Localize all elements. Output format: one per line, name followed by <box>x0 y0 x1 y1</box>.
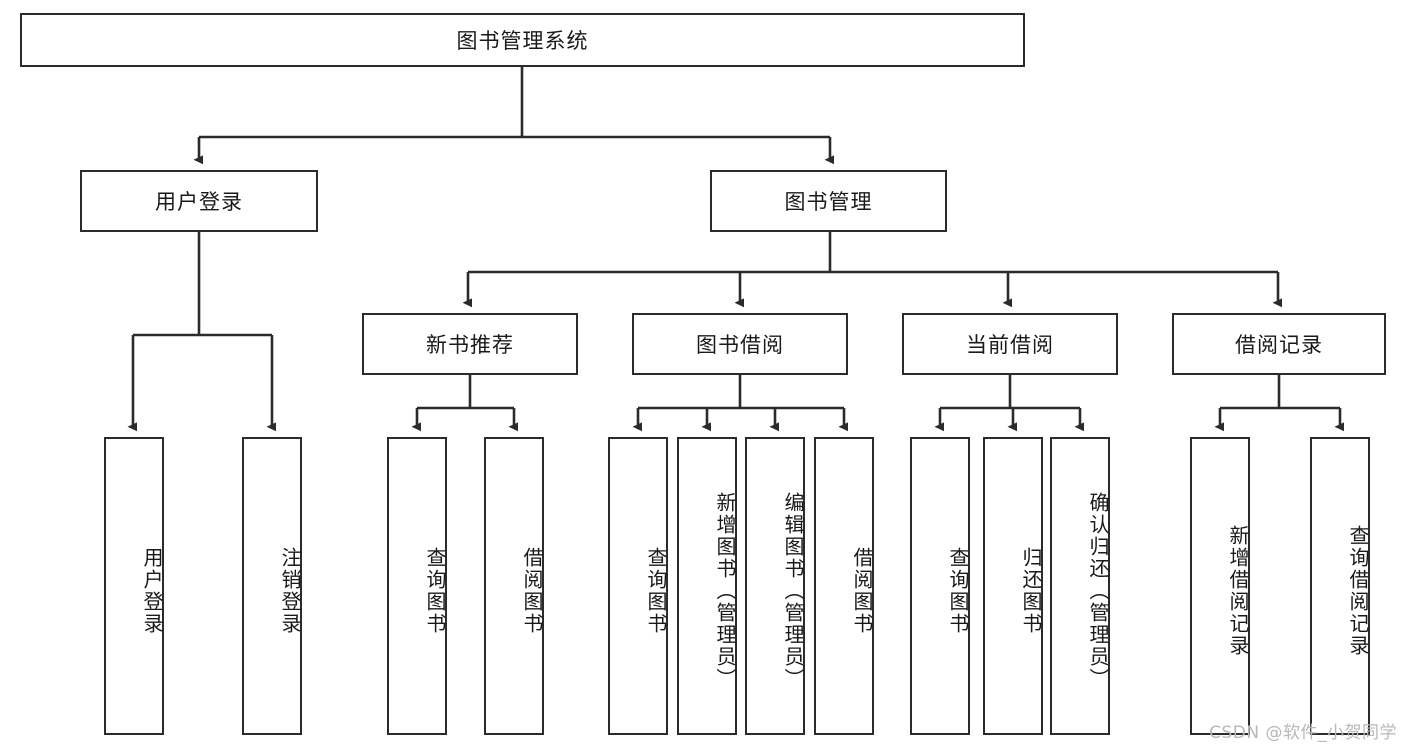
leaf-add-book-admin[interactable]: 新增图书（管理员） <box>677 437 737 735</box>
watermark: CSDN @软件_小贺同学 <box>1209 723 1397 743</box>
leaf-query-book-current-label: 查询图书 <box>946 547 970 635</box>
leaf-confirm-return-admin[interactable]: 确认归还（管理员） <box>1050 437 1110 735</box>
node-current-borrow[interactable]: 当前借阅 <box>902 313 1118 375</box>
node-new-book-recommend-label: 新书推荐 <box>426 333 514 357</box>
node-root-label: 图书管理系统 <box>456 29 589 53</box>
leaf-logout-label: 注销登录 <box>278 547 302 635</box>
leaf-confirm-return-admin-label: 确认归还（管理员） <box>1086 492 1110 690</box>
node-new-book-recommend[interactable]: 新书推荐 <box>362 313 578 375</box>
node-root[interactable]: 图书管理系统 <box>20 13 1025 67</box>
node-book-borrow[interactable]: 图书借阅 <box>632 313 848 375</box>
node-borrow-records-label: 借阅记录 <box>1235 333 1323 357</box>
leaf-query-book-current[interactable]: 查询图书 <box>910 437 970 735</box>
leaf-query-book-new-label: 查询图书 <box>423 547 447 635</box>
node-current-borrow-label: 当前借阅 <box>966 333 1054 357</box>
leaf-return-book[interactable]: 归还图书 <box>983 437 1043 735</box>
leaf-query-book-new[interactable]: 查询图书 <box>387 437 447 735</box>
leaf-user-login[interactable]: 用户登录 <box>104 437 164 735</box>
leaf-logout[interactable]: 注销登录 <box>242 437 302 735</box>
leaf-add-borrow-record[interactable]: 新增借阅记录 <box>1190 437 1250 735</box>
node-book-management[interactable]: 图书管理 <box>710 170 947 232</box>
leaf-query-borrow-record-label: 查询借阅记录 <box>1346 525 1370 657</box>
leaf-lend-book-label: 借阅图书 <box>850 547 874 635</box>
leaf-edit-book-admin[interactable]: 编辑图书（管理员） <box>745 437 805 735</box>
node-borrow-records[interactable]: 借阅记录 <box>1172 313 1386 375</box>
node-book-management-label: 图书管理 <box>784 190 873 214</box>
leaf-borrow-book-new-label: 借阅图书 <box>520 547 544 635</box>
leaf-lend-book[interactable]: 借阅图书 <box>814 437 874 735</box>
leaf-user-login-label: 用户登录 <box>140 547 164 635</box>
leaf-add-book-admin-label: 新增图书（管理员） <box>713 492 737 690</box>
leaf-return-book-label: 归还图书 <box>1019 547 1043 635</box>
leaf-query-book-borrow-label: 查询图书 <box>644 547 668 635</box>
leaf-query-borrow-record[interactable]: 查询借阅记录 <box>1310 437 1370 735</box>
leaf-query-book-borrow[interactable]: 查询图书 <box>608 437 668 735</box>
node-user-login-label: 用户登录 <box>155 190 243 214</box>
leaf-edit-book-admin-label: 编辑图书（管理员） <box>781 492 805 690</box>
leaf-borrow-book-new[interactable]: 借阅图书 <box>484 437 544 735</box>
leaf-add-borrow-record-label: 新增借阅记录 <box>1226 525 1250 657</box>
node-book-borrow-label: 图书借阅 <box>696 333 784 357</box>
node-user-login[interactable]: 用户登录 <box>80 170 318 232</box>
